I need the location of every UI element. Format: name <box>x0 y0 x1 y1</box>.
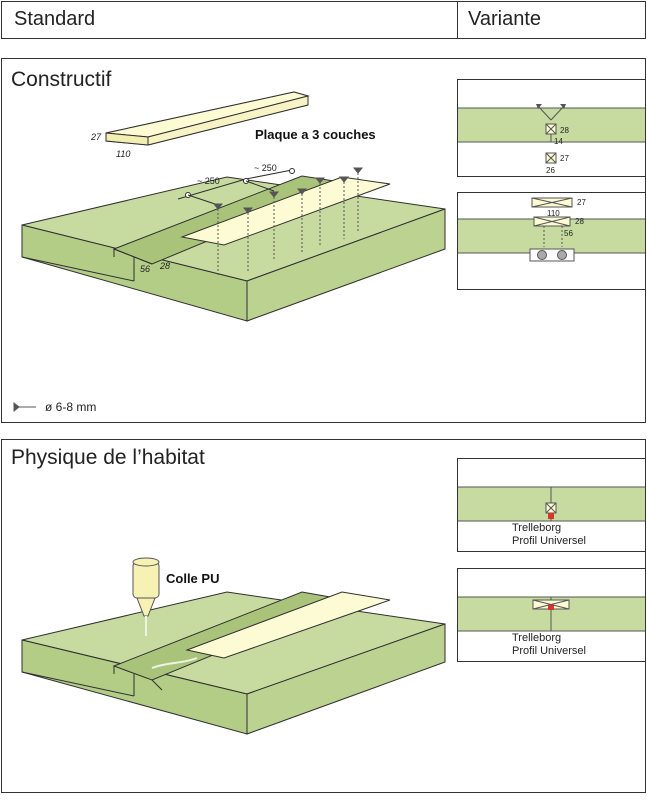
v1-dim-c: 27 <box>560 154 569 163</box>
spacing-1: ~ 250 <box>197 176 220 186</box>
v1-dim-a: 28 <box>560 126 569 135</box>
rebate-width: 56 <box>140 264 151 274</box>
glue-label: Colle PU <box>166 571 220 586</box>
physique-drawing <box>21 557 446 735</box>
v2-dim-d: 56 <box>564 229 573 238</box>
loose-plank <box>105 91 310 146</box>
inserted-plank <box>185 591 391 659</box>
constructif-drawing <box>13 91 446 413</box>
v1-dim-d: 26 <box>546 166 555 175</box>
nail-legend: ø 6-8 mm <box>45 400 97 414</box>
section-title-physique: Physique de l’habitat <box>11 446 205 469</box>
seal-strip <box>548 605 554 610</box>
section-physique: Physique de l’habitat Colle PU <box>1 439 646 793</box>
v1-dim-b: 14 <box>554 137 563 146</box>
slab-side <box>246 208 446 322</box>
section-title-constructif: Constructif <box>11 68 112 91</box>
plank-thickness: 27 <box>91 132 102 142</box>
rebate-height: 28 <box>160 261 171 271</box>
plank-width: 110 <box>116 149 131 159</box>
header-divider <box>457 2 458 38</box>
nail-legend-icon <box>13 401 36 413</box>
glue-trace <box>151 657 198 669</box>
nails <box>212 167 364 277</box>
constructif-variant-2: 27 110 28 56 <box>457 192 646 290</box>
section-constructif: Constructif <box>1 58 646 423</box>
constructif-variant-1: 28 14 27 26 <box>457 79 646 177</box>
plank-label: Plaque a 3 couches <box>255 127 376 142</box>
seal-strip <box>548 513 554 519</box>
header-standard: Standard <box>14 8 96 30</box>
v2-dim-b: 110 <box>547 209 560 218</box>
inserted-plank <box>180 176 391 246</box>
pv2-line1: Trelleborg <box>512 632 562 644</box>
physique-variant-1: Trelleborg Profil Universel <box>457 458 646 552</box>
pv2-line2: Profil Universel <box>512 645 586 657</box>
header-variante: Variante <box>468 8 542 30</box>
bolt-bar <box>529 248 575 262</box>
pv1-line1: Trelleborg <box>512 522 562 534</box>
physique-variant-2: Trelleborg Profil Universel <box>457 568 646 662</box>
v2-dim-a: 27 <box>577 198 586 207</box>
pv1-line2: Profil Universel <box>512 535 586 547</box>
glue-bottle-icon <box>132 557 160 636</box>
spacing-2: ~ 250 <box>254 163 277 173</box>
header-bar: Standard Variante <box>1 1 646 39</box>
v2-dim-c: 28 <box>575 217 584 226</box>
slab-side <box>246 623 446 735</box>
